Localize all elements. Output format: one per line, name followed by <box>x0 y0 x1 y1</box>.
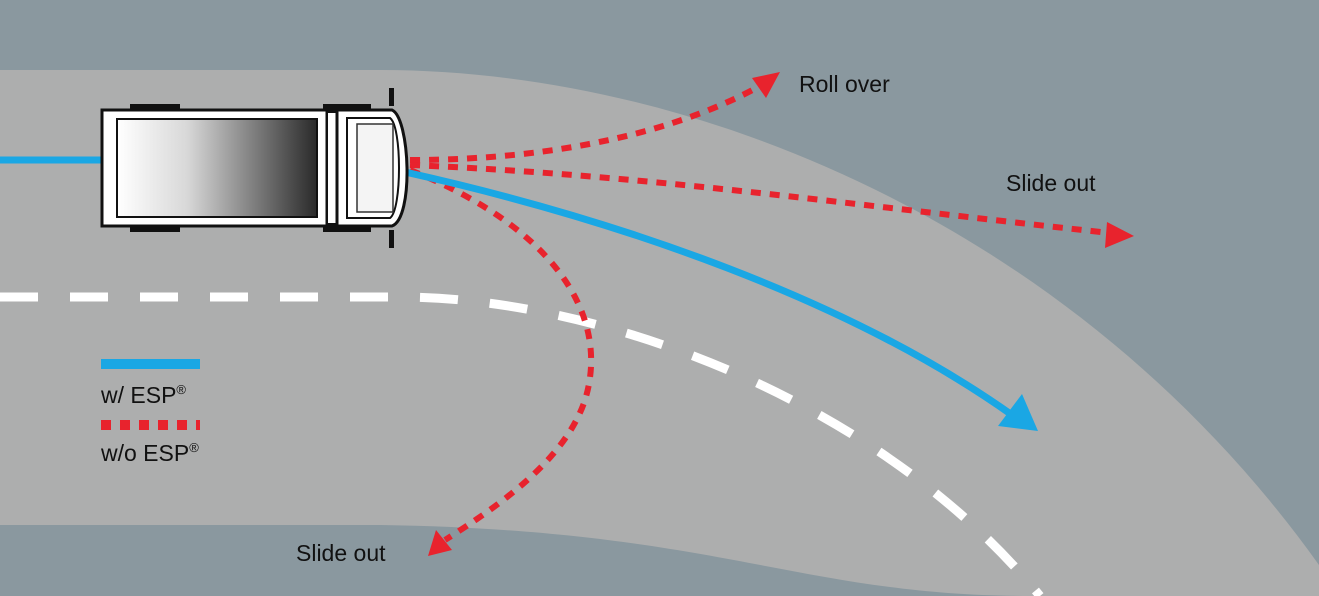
roll-over-trajectory <box>409 83 762 163</box>
slide-out-right-arrowhead-icon <box>1105 222 1134 248</box>
legend-without-esp-label: w/o ESP® <box>100 440 199 466</box>
roll-over-arrowhead-icon <box>752 72 780 98</box>
legend-with-esp-label: w/ ESP® <box>100 382 186 408</box>
slide-out-right-label: Slide out <box>1006 170 1096 196</box>
slide-out-bottom-trajectory <box>408 167 595 543</box>
slide-out-bottom-arrowhead-icon <box>428 530 452 556</box>
slide-out-bottom-label: Slide out <box>296 540 386 566</box>
lane-center-marking <box>0 292 1044 596</box>
esp-arrowhead-icon <box>998 394 1038 431</box>
legend: w/ ESP® w/o ESP® <box>100 359 200 466</box>
roll-over-label: Roll over <box>799 71 890 97</box>
truck-top-view-icon <box>100 88 409 248</box>
esp-trajectory <box>404 168 1015 418</box>
slide-out-right-trajectory <box>409 162 1111 236</box>
